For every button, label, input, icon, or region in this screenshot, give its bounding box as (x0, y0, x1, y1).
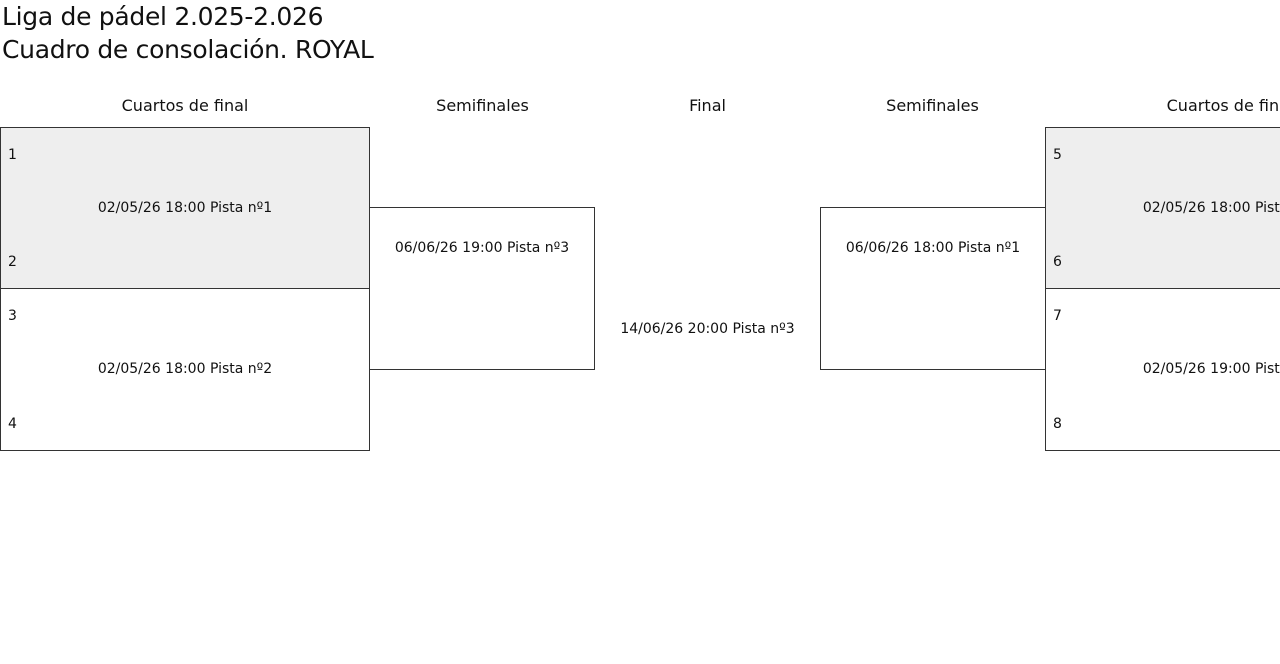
match-right-qf-2: 7 02/05/26 19:00 Pista nº1 8 (1045, 288, 1280, 451)
match-left-qf-1: 1 02/05/26 18:00 Pista nº1 2 (0, 127, 370, 289)
match-schedule: 02/05/26 19:00 Pista nº1 (1142, 361, 1280, 377)
match-schedule: 06/06/26 19:00 Pista nº3 (394, 240, 570, 256)
seed-label: 7 (1053, 308, 1062, 324)
page-title: Liga de pádel 2.025-2.026 (2, 2, 324, 31)
round-header-right-quarterfinals: Cuartos de final (1166, 96, 1280, 115)
match-schedule: 02/05/26 18:00 Pista nº1 (97, 200, 273, 216)
seed-label: 5 (1053, 147, 1062, 163)
match-right-qf-1: 5 02/05/26 18:00 Pista nº1 6 (1045, 127, 1280, 289)
seed-label: 3 (8, 308, 17, 324)
seed-label: 1 (8, 147, 17, 163)
match-left-sf: 06/06/26 19:00 Pista nº3 (369, 207, 595, 370)
round-header-left-semifinals: Semifinales (436, 96, 529, 115)
match-left-qf-2: 3 02/05/26 18:00 Pista nº2 4 (0, 288, 370, 451)
seed-label: 6 (1053, 254, 1062, 270)
round-header-final: Final (689, 96, 726, 115)
seed-label: 8 (1053, 416, 1062, 432)
round-header-left-quarterfinals: Cuartos de final (121, 96, 249, 115)
seed-label: 4 (8, 416, 17, 432)
match-right-sf: 06/06/26 18:00 Pista nº1 (820, 207, 1046, 370)
final-schedule: 14/06/26 20:00 Pista nº3 (620, 321, 795, 337)
match-schedule: 02/05/26 18:00 Pista nº1 (1142, 200, 1280, 216)
page-subtitle: Cuadro de consolación. ROYAL (2, 35, 374, 64)
seed-label: 2 (8, 254, 17, 270)
round-header-right-semifinals: Semifinales (886, 96, 979, 115)
match-schedule: 02/05/26 18:00 Pista nº2 (97, 361, 273, 377)
match-schedule: 06/06/26 18:00 Pista nº1 (845, 240, 1021, 256)
